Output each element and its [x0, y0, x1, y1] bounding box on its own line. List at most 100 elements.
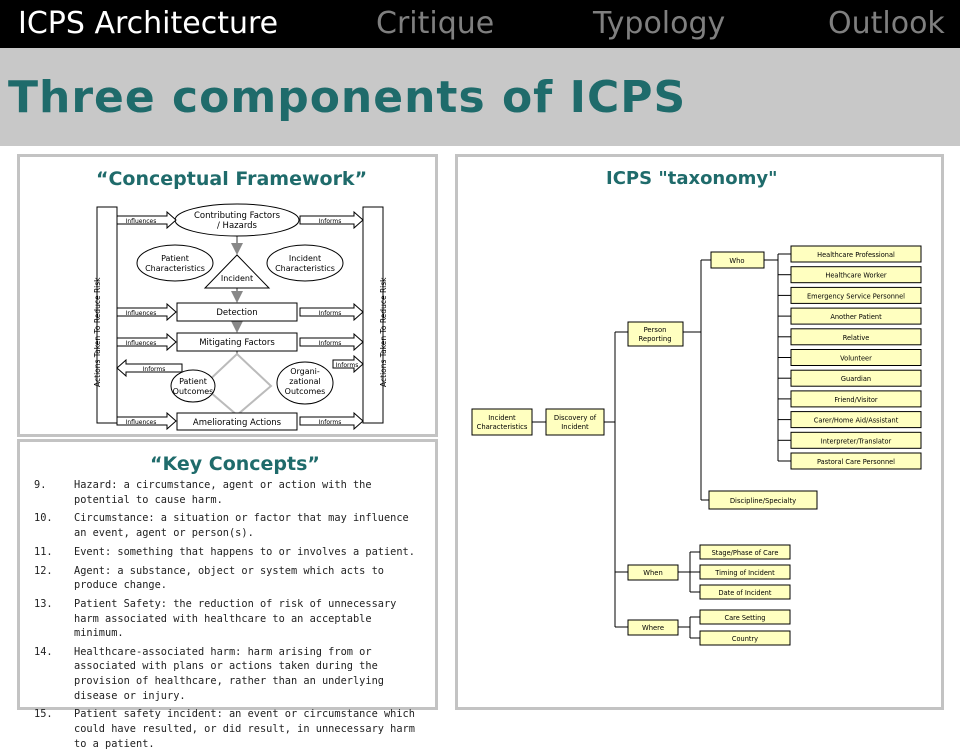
- where-item-box: [699, 630, 791, 646]
- svg-text:Organi-: Organi-: [290, 367, 320, 376]
- concept-item: 15.Patient safety incident: an event or …: [34, 708, 415, 750]
- key-concepts-heading: “Key Concepts”: [150, 453, 320, 475]
- svg-text:Influences: Influences: [126, 340, 157, 347]
- svg-text:Incident: Incident: [561, 423, 589, 431]
- who-item-label: Another Patient: [830, 313, 882, 321]
- who-item-box: [790, 369, 922, 387]
- right-action-column: [362, 206, 384, 424]
- when-item-box: [699, 584, 791, 600]
- svg-text:Contributing Factors: Contributing Factors: [194, 211, 281, 221]
- conceptual-framework-diagram: Actions Taken To Reduce Risk Actions Tak…: [93, 203, 388, 431]
- ameliorating-actions-node: [176, 412, 298, 431]
- svg-text:Incident: Incident: [289, 254, 321, 263]
- svg-text:Incident: Incident: [221, 274, 253, 283]
- nav-item-typology[interactable]: Typology: [593, 6, 726, 41]
- svg-text:Characteristics: Characteristics: [275, 264, 335, 273]
- influences-arrow: Influences: [116, 411, 177, 431]
- svg-text:Detection: Detection: [216, 308, 257, 318]
- svg-text:Informs: Informs: [319, 340, 342, 347]
- taxonomy-heading: ICPS "taxonomy": [606, 168, 778, 189]
- svg-text:Discipline/Specialty: Discipline/Specialty: [730, 497, 796, 505]
- who-item-label: Guardian: [841, 375, 871, 383]
- nav-item-critique[interactable]: Critique: [376, 6, 495, 41]
- conceptual-framework-heading: “Conceptual Framework”: [96, 168, 368, 190]
- svg-text:Reporting: Reporting: [638, 335, 671, 343]
- svg-text:Informs: Informs: [319, 218, 342, 225]
- concept-item: 13.Patient Safety: the reduction of risk…: [34, 597, 397, 640]
- incident-characteristics-box: [471, 408, 533, 436]
- when-item-box: [699, 564, 791, 580]
- nav-item-outlook[interactable]: Outlook: [828, 6, 945, 41]
- svg-text:Country: Country: [732, 635, 758, 643]
- influences-arrow: Influences: [116, 332, 177, 352]
- who-item-box: [790, 245, 922, 263]
- svg-text:Date of Incident: Date of Incident: [719, 589, 772, 597]
- informs-arrow: Informs: [332, 354, 364, 374]
- svg-text:Discovery of: Discovery of: [554, 414, 597, 422]
- key-concepts-panel: “Key Concepts” 9.Hazard: a circumstance,…: [17, 439, 438, 750]
- who-item-label: Carer/Home Aid/Assistant: [814, 417, 899, 425]
- svg-text:When: When: [643, 569, 663, 577]
- who-item-label: Interpreter/Translator: [821, 437, 892, 445]
- who-item-box: [790, 431, 922, 449]
- svg-text:Timing of Incident: Timing of Incident: [714, 569, 775, 577]
- who-item-box: [790, 349, 922, 366]
- informs-arrow: Informs: [299, 210, 364, 230]
- incident-node: [203, 254, 271, 289]
- svg-text:Informs: Informs: [336, 362, 359, 369]
- concept-item: 10.Circumstance: a situation or factor t…: [34, 512, 409, 539]
- svg-text:Mitigating Factors: Mitigating Factors: [199, 338, 275, 348]
- detection-node: [176, 302, 298, 322]
- incident-characteristics-node: [266, 244, 344, 282]
- discovery-of-incident-box: [545, 408, 605, 436]
- who-item-box: [790, 411, 922, 429]
- concept-item: 11.Event: something that happens to or i…: [34, 545, 415, 558]
- nav-item-icps-architecture[interactable]: ICPS Architecture: [18, 6, 279, 41]
- person-reporting-box: [627, 321, 684, 347]
- where-item-box: [699, 609, 791, 625]
- svg-text:Informs: Informs: [143, 366, 166, 373]
- svg-text:Informs: Informs: [319, 310, 342, 317]
- who-item-label: Emergency Service Personnel: [807, 292, 905, 300]
- svg-text:Who: Who: [729, 257, 744, 265]
- influences-arrow: Influences: [116, 302, 177, 322]
- who-item-label: Healthcare Professional: [817, 251, 895, 259]
- svg-text:zational: zational: [289, 377, 321, 386]
- left-action-label: Actions Taken To Reduce Risk: [93, 277, 102, 387]
- svg-text:Characteristics: Characteristics: [145, 264, 205, 273]
- who-item-label: Relative: [843, 334, 870, 342]
- where-box: [627, 619, 679, 636]
- taxonomy-panel: ICPS "taxonomy": [455, 154, 944, 710]
- svg-text:Patient: Patient: [179, 377, 207, 386]
- svg-text:Stage/Phase of Care: Stage/Phase of Care: [712, 549, 779, 557]
- informs-arrow: Informs: [299, 302, 364, 322]
- slide-title: Three components of ICPS: [8, 72, 687, 123]
- who-item-box: [790, 390, 922, 408]
- who-item-box: [790, 307, 922, 325]
- svg-text:/ Hazards: / Hazards: [217, 221, 258, 231]
- who-item-box: [790, 328, 922, 346]
- when-box: [627, 564, 679, 581]
- right-action-label: Actions Taken To Reduce Risk: [379, 277, 388, 387]
- who-item-label: Pastoral Care Personnel: [817, 458, 895, 466]
- svg-text:Outcomes: Outcomes: [285, 387, 326, 396]
- informs-arrow: Informs: [116, 358, 183, 378]
- concept-item: 12.Agent: a substance, object or system …: [34, 564, 384, 592]
- when-item-box: [699, 544, 791, 560]
- svg-text:Ameliorating Actions: Ameliorating Actions: [193, 418, 282, 428]
- who-box: [710, 251, 765, 269]
- informs-arrow: Informs: [299, 411, 364, 431]
- title-band: Three components of ICPS: [0, 48, 960, 146]
- informs-arrow: Informs: [299, 332, 364, 352]
- svg-text:Influences: Influences: [126, 310, 157, 317]
- who-item-label: Volunteer: [840, 355, 872, 363]
- svg-text:Influences: Influences: [126, 419, 157, 426]
- key-concepts-list: 9.Hazard: a circumstance, agent or actio…: [34, 478, 424, 755]
- who-item-label: Friend/Visitor: [834, 396, 878, 404]
- who-item-box: [790, 286, 922, 304]
- mitigating-factors-node: [176, 332, 298, 352]
- patient-characteristics-node: [136, 244, 214, 282]
- svg-text:Person: Person: [644, 326, 667, 334]
